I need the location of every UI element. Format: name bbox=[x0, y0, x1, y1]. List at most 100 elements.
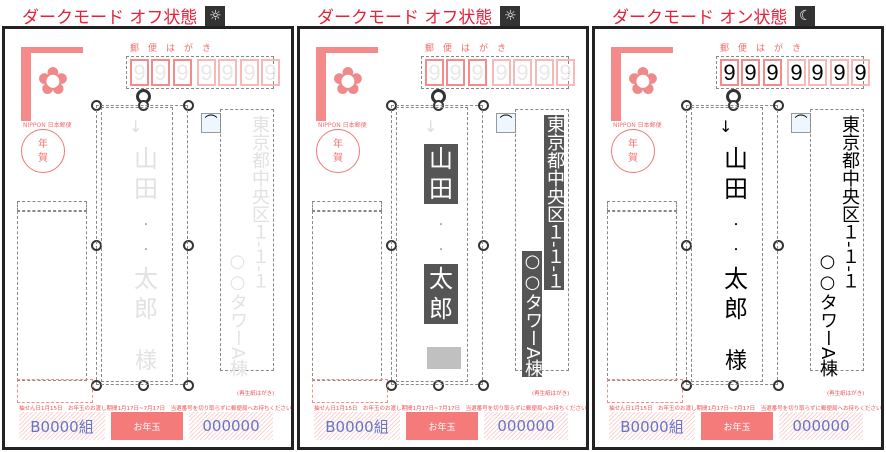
zip-digit-box[interactable]: 9 bbox=[535, 59, 554, 86]
selection-frame bbox=[96, 105, 188, 385]
lottery-center-logo: お年玉 bbox=[111, 412, 183, 440]
sender-box-top bbox=[312, 201, 382, 211]
address-line-1: 東京都中央区１-１-１ bbox=[544, 115, 565, 290]
zip-digit-box[interactable]: 9 bbox=[197, 59, 216, 86]
zip-digit-box[interactable]: 9 bbox=[173, 59, 192, 86]
sender-box-top bbox=[17, 201, 87, 211]
moon-icon: ☾ bbox=[795, 5, 816, 26]
resize-handle[interactable] bbox=[478, 380, 489, 391]
lottery-number: 000000 bbox=[779, 412, 863, 440]
nenga-mark: 年 賀 bbox=[316, 129, 360, 173]
name-char: 田 bbox=[724, 175, 748, 203]
name-char: ・ bbox=[731, 245, 741, 256]
zip-digit-box[interactable]: 9 bbox=[240, 59, 259, 86]
honorific: 様 bbox=[724, 349, 747, 374]
lottery-number: 000000 bbox=[189, 412, 273, 440]
selection-frame bbox=[686, 105, 778, 385]
name-char: ・ bbox=[731, 220, 741, 231]
resize-handle[interactable] bbox=[183, 240, 194, 251]
name-char: 郎 bbox=[134, 295, 158, 323]
address-line-2: ○○タワーA棟 bbox=[227, 251, 248, 378]
lottery-group: B0000組 bbox=[19, 412, 105, 440]
name-char: 田 bbox=[424, 174, 458, 204]
sender-zip-boxes bbox=[17, 379, 93, 403]
zip-digit-box[interactable]: 9 bbox=[130, 59, 149, 86]
name-char: 山 bbox=[724, 145, 748, 173]
resize-handle[interactable] bbox=[773, 240, 784, 251]
address-textbox[interactable] bbox=[810, 109, 864, 371]
arrow-mark: ↓ bbox=[129, 117, 143, 136]
nenga-mark: 年 賀 bbox=[611, 129, 655, 173]
resize-handle[interactable] bbox=[773, 380, 784, 391]
sender-box bbox=[312, 211, 382, 381]
stamp-caption: NIPPON 日本郵便 bbox=[613, 122, 662, 129]
zip-digit-box[interactable]: 9 bbox=[851, 59, 870, 86]
name-char: 山 bbox=[424, 144, 458, 174]
postcard-label: 郵便はがき bbox=[130, 44, 221, 54]
stamp-logo: ✿ NIPPON 日本郵便 bbox=[21, 47, 83, 129]
layout-options-icon[interactable]: ⌒ bbox=[496, 113, 516, 133]
name-textbox[interactable] bbox=[691, 107, 763, 382]
stamp-logo: ✿NIPPON 日本郵便 bbox=[611, 47, 673, 129]
flower-icon: ✿ bbox=[332, 59, 364, 103]
resize-handle[interactable] bbox=[478, 240, 489, 251]
zip-digit-box[interactable]: 9 bbox=[808, 59, 827, 86]
stamp-caption: NIPPON 日本郵便 bbox=[23, 122, 72, 129]
zip-digit-box[interactable]: 9 bbox=[425, 59, 444, 86]
address-line-1: 東京都中央区１-１-１ bbox=[249, 115, 270, 290]
sender-zip-boxes bbox=[607, 379, 683, 403]
zip-digit-box[interactable]: 9 bbox=[492, 59, 511, 86]
honorific-placeholder bbox=[427, 347, 461, 369]
zip-digit-box[interactable]: 9 bbox=[787, 59, 806, 86]
layout-options-icon[interactable]: ⌒ bbox=[791, 113, 811, 133]
lottery-group: B0000組 bbox=[314, 412, 400, 440]
zip-digit-box[interactable]: 9 bbox=[741, 59, 760, 86]
postcard-label: 郵便はがき bbox=[425, 44, 516, 54]
sender-box-top bbox=[607, 201, 677, 211]
stamp-caption: NIPPON 日本郵便 bbox=[318, 122, 367, 129]
resize-handle[interactable] bbox=[183, 380, 194, 391]
name-char: 太 bbox=[724, 265, 748, 293]
address-textbox[interactable] bbox=[515, 109, 569, 371]
zip-digit-box[interactable]: 9 bbox=[763, 59, 782, 86]
sender-box bbox=[17, 211, 87, 381]
zip-digit-box[interactable]: 9 bbox=[468, 59, 487, 86]
sender-zip-boxes bbox=[312, 379, 388, 403]
recycled-paper-note: (再生紙はがき) bbox=[532, 391, 570, 397]
layout-options-icon[interactable]: ⌒ bbox=[201, 113, 221, 133]
lottery-center-logo: お年玉 bbox=[701, 412, 773, 440]
zip-digit-box[interactable]: 9 bbox=[830, 59, 849, 86]
name-char: 太 bbox=[134, 265, 158, 293]
selection-frame bbox=[391, 105, 483, 385]
lottery-footer-text: 抽せん日1月15日 お年玉のお渡し期間1月17日~7月17日 当選番号を切り取ら… bbox=[19, 406, 294, 412]
zip-digit-box[interactable]: 9 bbox=[556, 59, 575, 86]
name-char: 山 bbox=[134, 145, 158, 173]
zip-digit-box[interactable]: 9 bbox=[446, 59, 465, 86]
nenga-mark: 年 賀 bbox=[21, 129, 65, 173]
zip-digit-box[interactable]: 9 bbox=[513, 59, 532, 86]
zip-digit-box[interactable]: 9 bbox=[218, 59, 237, 86]
panel-title-text: ダークモード オフ状態 bbox=[317, 8, 493, 28]
zip-digit-box[interactable]: 9 bbox=[151, 59, 170, 86]
name-char: 郎 bbox=[424, 294, 458, 324]
address-line-1: 東京都中央区１-１-１ bbox=[839, 115, 860, 290]
zip-digit-box[interactable]: 9 bbox=[261, 59, 280, 86]
address-line-2: ○○タワーA棟 bbox=[522, 251, 543, 378]
recycled-paper-note: (再生紙はがき) bbox=[827, 391, 865, 397]
name-char: ・ bbox=[141, 220, 151, 231]
name-textbox[interactable] bbox=[101, 107, 173, 382]
flower-icon: ✿ bbox=[37, 59, 69, 103]
sun-icon: ☼ bbox=[500, 5, 521, 26]
panel-title: ダークモード オン状態☾ bbox=[612, 3, 816, 28]
recycled-paper-note: (再生紙はがき) bbox=[237, 391, 275, 397]
zip-frame bbox=[716, 56, 864, 89]
name-textbox[interactable] bbox=[396, 107, 468, 382]
address-textbox[interactable] bbox=[220, 109, 274, 371]
arrow-mark: ↓ bbox=[719, 117, 733, 136]
panel-title-text: ダークモード オフ状態 bbox=[22, 8, 198, 28]
zip-digit-box[interactable]: 9 bbox=[720, 59, 739, 86]
panel-title: ダークモード オフ状態☼ bbox=[22, 3, 226, 28]
